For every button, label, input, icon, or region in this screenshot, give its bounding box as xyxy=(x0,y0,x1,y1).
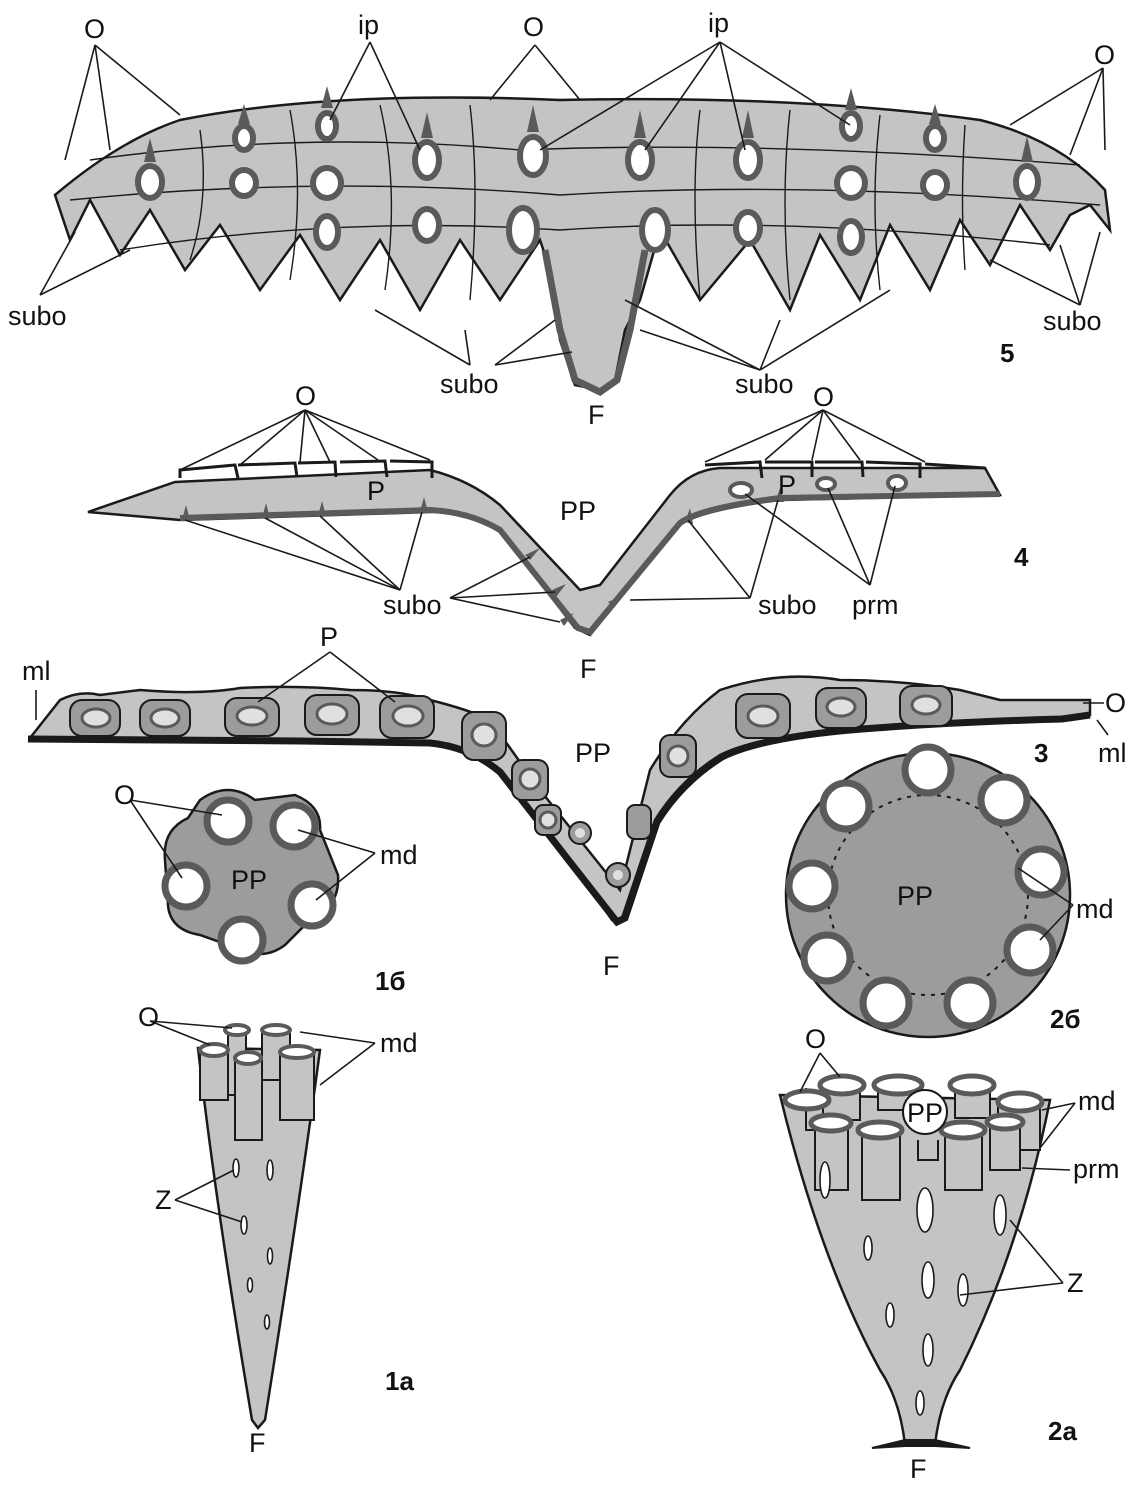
fig1a-label-o: O xyxy=(138,1002,159,1032)
fig2a-number: 2a xyxy=(1048,1416,1077,1446)
figure-4: O O P P PP subo subo prm F 4 xyxy=(88,381,1029,684)
fig1b-label-o: O xyxy=(114,780,135,810)
fig5-label-ip-left: ip xyxy=(358,10,379,40)
fig4-label-p-right: P xyxy=(778,470,796,500)
fig4-label-subo-left: subo xyxy=(383,590,442,620)
fig5-label-subo-right: subo xyxy=(1043,306,1102,336)
fig3-label-f: F xyxy=(603,951,620,981)
fig4-label-p-left: P xyxy=(367,476,385,506)
fig3-label-ml-right: ml xyxy=(1098,738,1127,768)
fig2b-label-pp: PP xyxy=(897,881,933,911)
fig4-label-pp: PP xyxy=(560,496,596,526)
figure-2b: PP md 2б xyxy=(786,747,1114,1037)
fig1a-label-z: Z xyxy=(155,1185,172,1215)
fig5-label-subo-center-left: subo xyxy=(440,369,499,399)
fig4-number: 4 xyxy=(1014,542,1029,572)
figure-1a: O md Z F 1a xyxy=(138,1002,418,1458)
figure-1b: O PP md 1б xyxy=(114,780,418,996)
fig5-label-o-mid: O xyxy=(523,12,544,42)
fig5-label-o-right: O xyxy=(1094,40,1115,70)
fig3-number: 3 xyxy=(1034,738,1048,768)
fig5-colony-body xyxy=(55,98,1110,391)
fig2a-label-md: md xyxy=(1078,1086,1116,1116)
fig5-label-f: F xyxy=(588,400,605,430)
fig5-label-subo-left: subo xyxy=(8,301,67,331)
fig4-label-f: F xyxy=(580,654,597,684)
fig3-label-ml-left: ml xyxy=(22,656,51,686)
fig5-label-o-left: O xyxy=(84,14,105,44)
fig4-label-prm: prm xyxy=(852,590,899,620)
fig2a-foot xyxy=(872,1440,970,1448)
fig1a-label-md: md xyxy=(380,1028,418,1058)
figure-2a: O PP md prm Z F 2a xyxy=(780,1024,1120,1484)
fig1b-label-md: md xyxy=(380,840,418,870)
fig2a-label-prm: prm xyxy=(1073,1154,1120,1184)
fig5-label-ip-right: ip xyxy=(708,8,729,38)
fig3-label-p: P xyxy=(320,622,338,652)
figure-5: O ip O ip O subo subo subo subo F 5 xyxy=(8,8,1115,430)
fig1a-number: 1a xyxy=(385,1366,414,1396)
fig2b-label-md: md xyxy=(1076,894,1114,924)
fig2a-label-pp: PP xyxy=(907,1098,943,1128)
fig2a-label-f: F xyxy=(910,1454,927,1484)
fig1b-number: 1б xyxy=(375,966,406,996)
fig2a-label-o: O xyxy=(805,1024,826,1054)
fig4-label-o-right: O xyxy=(813,382,834,412)
fig2a-label-z: Z xyxy=(1067,1268,1084,1298)
fig4-label-subo-right: subo xyxy=(758,590,817,620)
fig5-number: 5 xyxy=(1000,338,1014,368)
fig3-label-o: O xyxy=(1105,688,1126,718)
fig2b-number: 2б xyxy=(1050,1004,1081,1034)
fig1b-label-pp: PP xyxy=(231,865,267,895)
fig4-label-o-left: O xyxy=(295,381,316,411)
fig3-label-pp: PP xyxy=(575,738,611,768)
fig5-label-subo-center-right: subo xyxy=(735,369,794,399)
fig1a-label-f: F xyxy=(249,1428,266,1458)
